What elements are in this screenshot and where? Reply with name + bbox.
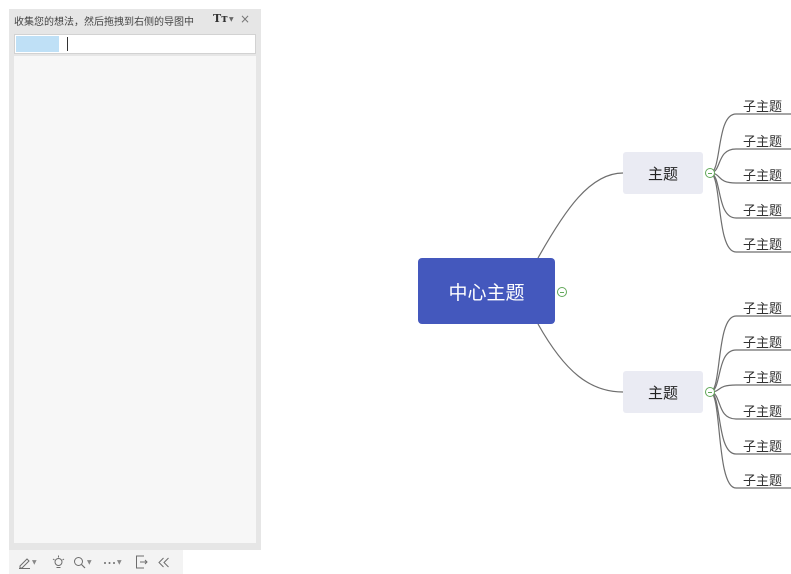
central-topic[interactable]: 中心主题: [418, 258, 555, 324]
panel-header: 收集您的想法，然后拖拽到右侧的导图中 Tт▼ ×: [9, 9, 261, 31]
connector-line: [709, 172, 791, 253]
chevron-down-icon: ▼: [229, 15, 234, 23]
font-size-button[interactable]: Tт▼: [213, 12, 234, 25]
topic-label: 主题: [647, 164, 678, 183]
lightbulb-icon: [52, 555, 65, 568]
chevron-down-icon: ▼: [32, 558, 37, 566]
close-button[interactable]: ×: [239, 12, 251, 26]
collapse-toggle[interactable]: [557, 287, 567, 297]
collapse-panel-button[interactable]: [157, 553, 170, 571]
subtopic[interactable]: 子主题: [743, 302, 783, 317]
topic-label: 主题: [647, 383, 678, 402]
subtopic[interactable]: 子主题: [743, 405, 783, 420]
subtopic[interactable]: 子主题: [743, 238, 783, 253]
export-button[interactable]: [135, 553, 148, 571]
text-cursor: [67, 37, 68, 51]
chevron-down-icon: ▼: [87, 558, 92, 566]
connector-line: [709, 391, 791, 489]
collapse-toggle[interactable]: [705, 168, 715, 178]
chevron-down-icon: ▼: [117, 558, 122, 566]
idea-collection-panel: 收集您的想法，然后拖拽到右侧的导图中 Tт▼ ×: [9, 9, 261, 550]
subtopic[interactable]: 子主题: [743, 135, 783, 150]
search-button[interactable]: ▼: [73, 553, 92, 571]
topic-1[interactable]: 主题: [623, 152, 703, 194]
bottom-toolbar: ▼ ▼ ▼: [9, 550, 183, 574]
collapse-toggle[interactable]: [705, 387, 715, 397]
subtopic[interactable]: 子主题: [743, 204, 783, 219]
more-icon: [104, 561, 115, 564]
subtopic[interactable]: 子主题: [743, 100, 783, 115]
connector-line: [537, 323, 624, 393]
subtopic[interactable]: 子主题: [743, 371, 783, 386]
export-icon: [136, 555, 148, 569]
collapse-panel-icon: [158, 557, 169, 567]
search-icon: [74, 556, 86, 568]
topic-2[interactable]: 主题: [623, 371, 703, 413]
pen-button[interactable]: ▼: [18, 553, 37, 571]
font-size-label: Tт: [213, 12, 229, 25]
connector-line: [709, 384, 791, 393]
idea-list[interactable]: [14, 56, 256, 543]
subtopic[interactable]: 子主题: [743, 169, 783, 184]
connector-line: [537, 172, 624, 259]
pen-icon: [19, 557, 30, 569]
subtopic[interactable]: 子主题: [743, 440, 783, 455]
subtopic[interactable]: 子主题: [743, 336, 783, 351]
subtopic[interactable]: 子主题: [743, 474, 783, 489]
idea-input[interactable]: [14, 34, 256, 54]
idea-button[interactable]: [52, 553, 65, 571]
central-topic-label: 中心主题: [448, 281, 525, 304]
more-button[interactable]: ▼: [103, 553, 122, 571]
idea-chip[interactable]: [16, 36, 59, 52]
panel-title: 收集您的想法，然后拖拽到右侧的导图中: [14, 17, 194, 28]
